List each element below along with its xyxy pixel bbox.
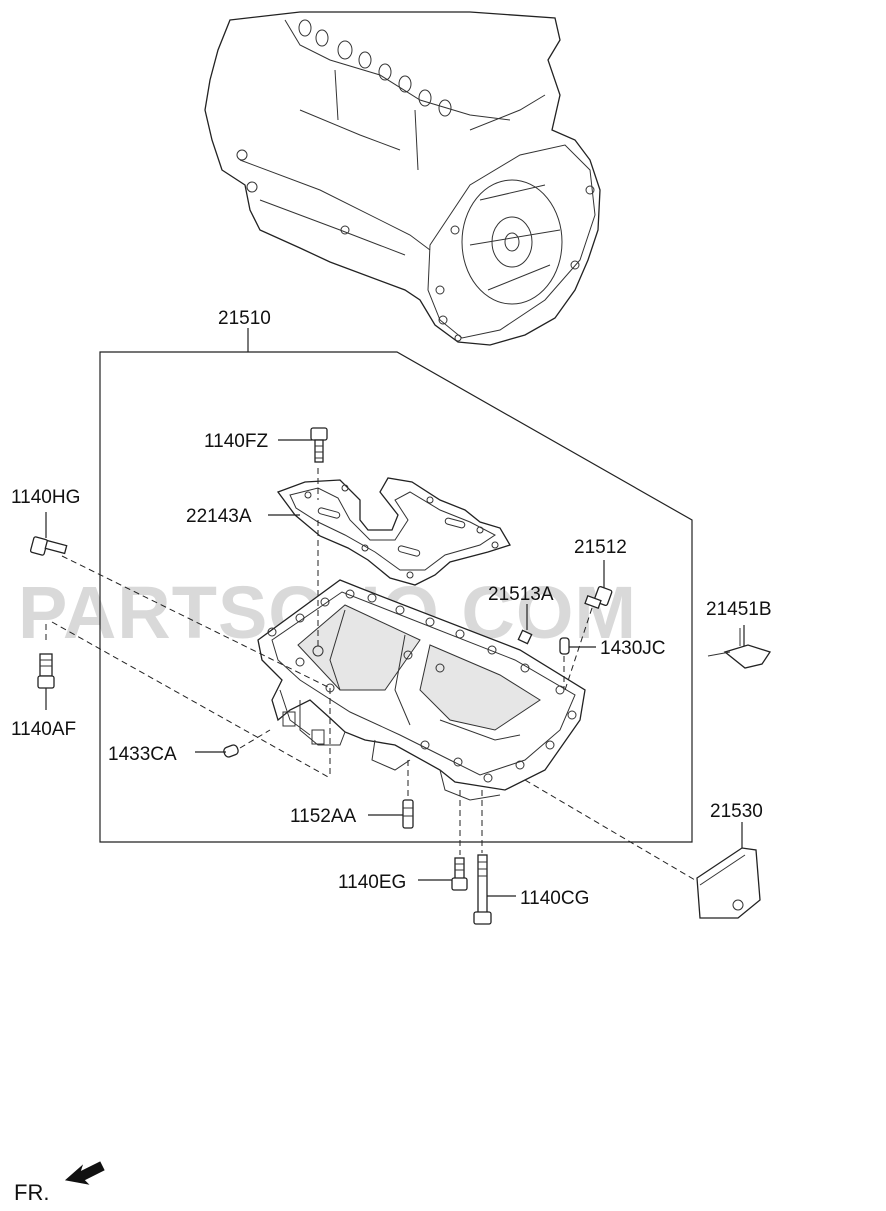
label-1140AF: 1140AF [11, 719, 76, 740]
callout-labels: 21510 1140FZ 1140HG 22143A 21512 21513A … [11, 308, 772, 909]
dowel-1433CA [223, 744, 239, 758]
label-1140CG: 1140CG [520, 888, 589, 909]
label-22143A: 22143A [186, 506, 252, 527]
bolt-1140AF [37, 653, 55, 689]
label-1140HG: 1140HG [11, 487, 80, 508]
label-1140EG: 1140EG [338, 872, 406, 893]
bolt-1140HG [29, 536, 68, 556]
label-21451B: 21451B [706, 599, 772, 620]
front-arrow-icon [64, 1161, 105, 1185]
assembly-box-21510 [99, 328, 693, 843]
label-21512: 21512 [574, 537, 627, 558]
pin-1430JC [559, 637, 570, 655]
gasket-22143A [276, 477, 511, 586]
label-1152AA: 1152AA [290, 806, 357, 827]
stud-1152AA [402, 799, 414, 829]
label-1430JC: 1430JC [600, 638, 666, 659]
front-direction-marker: FR. [14, 1161, 105, 1205]
oil-pan [257, 579, 586, 801]
label-21530: 21530 [710, 801, 763, 822]
washer-21513A [517, 629, 533, 645]
label-1140FZ: 1140FZ [204, 431, 268, 452]
dashed-lines [45, 468, 696, 881]
label-1433CA: 1433CA [108, 744, 177, 765]
front-label: FR. [14, 1180, 49, 1205]
label-21513A: 21513A [488, 584, 554, 605]
sensor-21451B [707, 628, 772, 669]
bolt-21512 [584, 586, 613, 609]
bolt-1140FZ [310, 427, 328, 463]
label-21510: 21510 [218, 308, 271, 329]
bolt-1140EG [451, 857, 468, 891]
bolt-1140CG [473, 854, 492, 925]
leader-lines [45, 439, 745, 897]
engine-block [204, 11, 601, 346]
cover-21530 [696, 847, 761, 919]
